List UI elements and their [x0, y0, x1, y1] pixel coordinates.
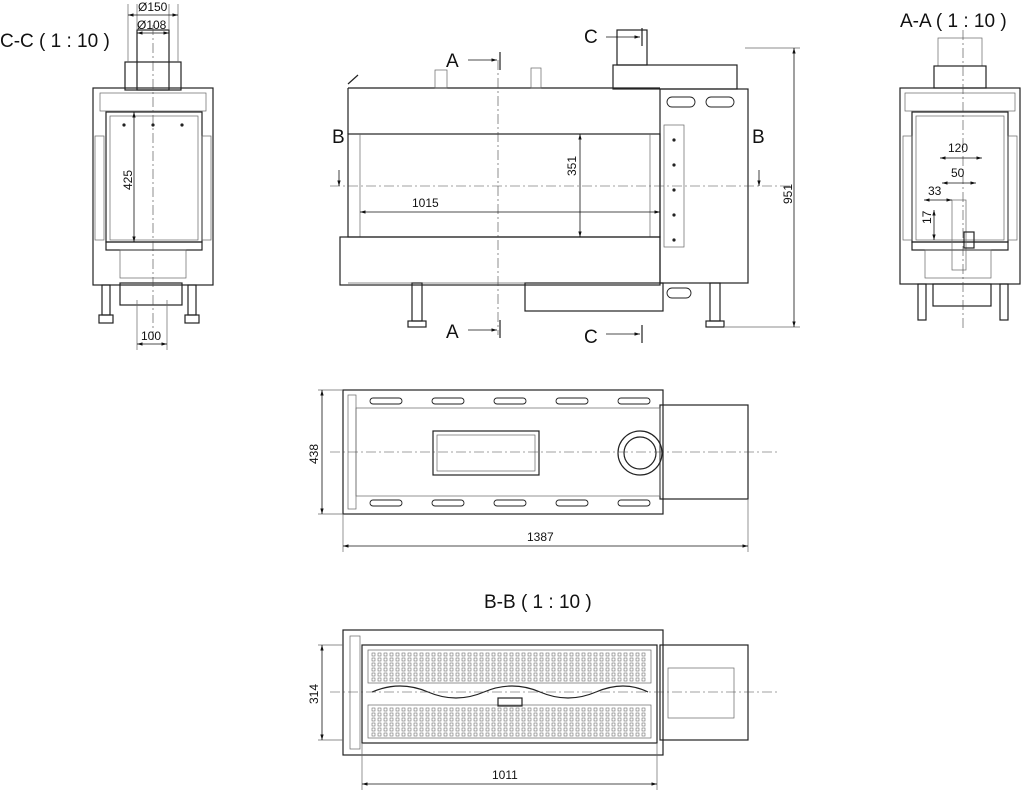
section-cc-view: C-C ( 1 : 10 ) Ø150 Ø108 425 — [0, 0, 214, 350]
top-view: 438 1387 — [307, 389, 780, 552]
section-bb-title: B-B ( 1 : 10 ) — [484, 592, 592, 613]
dim-aa-width-120: 120 — [948, 141, 968, 155]
dim-burner-width: 1011 — [492, 768, 518, 782]
dim-flue-inner-diameter: Ø108 — [137, 18, 167, 32]
dim-burner-depth: 314 — [307, 684, 321, 704]
cut-label-c-bottom: C — [584, 327, 598, 348]
section-bb-view: B-B ( 1 : 10 ) 314 1011 — [307, 592, 780, 790]
cut-label-c-top: C — [584, 27, 598, 48]
dim-aa-height-17: 17 — [920, 210, 934, 224]
dim-depth: 438 — [307, 444, 321, 464]
cut-label-a-top: A — [446, 51, 459, 72]
burner-hole-grid — [371, 652, 646, 737]
front-view: 1015 351 951 A A B B C C — [330, 27, 800, 348]
section-aa-title: A-A ( 1 : 10 ) — [900, 11, 1007, 32]
dim-aa-width-33: 33 — [928, 184, 942, 198]
cut-label-b-right: B — [752, 127, 765, 148]
dim-flue-outer-diameter: Ø150 — [138, 0, 168, 14]
dim-firebox-height: 425 — [121, 170, 135, 190]
dim-glass-width: 1015 — [412, 196, 439, 210]
dim-base-width: 100 — [141, 329, 161, 343]
section-cc-title: C-C ( 1 : 10 ) — [0, 31, 110, 52]
cut-label-a-bottom: A — [446, 322, 459, 343]
cut-label-b-left: B — [332, 127, 345, 148]
dim-aa-width-50: 50 — [951, 166, 965, 180]
dim-total-height: 951 — [781, 184, 795, 204]
section-aa-view: A-A ( 1 : 10 ) 120 50 33 17 — [899, 11, 1021, 330]
dim-total-width: 1387 — [527, 530, 554, 544]
dim-glass-height: 351 — [565, 156, 579, 176]
